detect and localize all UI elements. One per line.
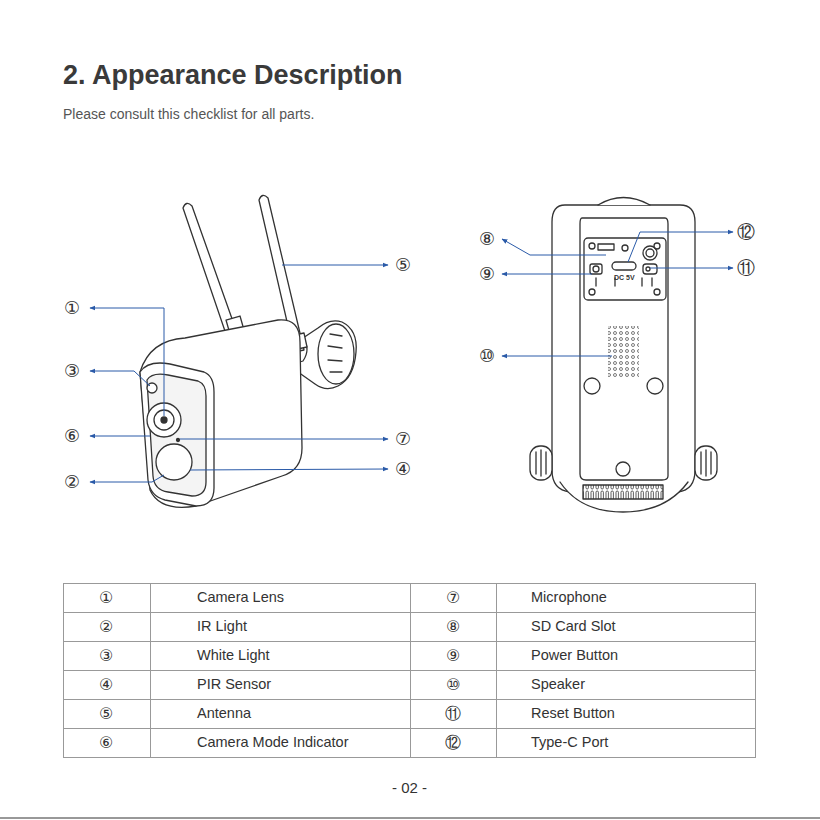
table-part: White Light: [197, 647, 270, 664]
table-part: Antenna: [197, 705, 251, 722]
callout: ⑤: [395, 254, 411, 276]
callout: ⑫: [737, 221, 755, 243]
table-part: Type-C Port: [531, 734, 608, 751]
table-number: ⑤: [99, 704, 113, 723]
table-number: ⑪: [445, 704, 461, 723]
table-part: Reset Button: [531, 705, 615, 722]
table-part: Microphone: [531, 589, 607, 606]
table-part: Camera Lens: [197, 589, 284, 606]
page-number: - 02 -: [392, 779, 427, 797]
callout: ⑩: [479, 345, 495, 367]
page-title: 2. Appearance Description: [63, 59, 403, 91]
table-number: ①: [99, 588, 113, 607]
table-number: ⑫: [445, 733, 461, 752]
callout: ①: [64, 297, 80, 319]
table-number: ③: [99, 646, 113, 665]
table-part: Speaker: [531, 676, 585, 693]
callout: ⑨: [479, 263, 495, 285]
table-number: ②: [99, 617, 113, 636]
table-number: ⑥: [99, 733, 113, 752]
callout: ②: [64, 471, 80, 493]
callout: ⑪: [737, 257, 755, 279]
table-number: ⑩: [446, 675, 460, 694]
port-mark: DC 5V: [614, 274, 635, 282]
table-number: ⑦: [446, 588, 460, 607]
table-number: ⑧: [446, 617, 460, 636]
callout: ⑦: [395, 428, 411, 450]
callout: ③: [64, 360, 80, 382]
table-part: Power Button: [531, 647, 618, 664]
table-part: IR Light: [197, 618, 247, 635]
table-part: Camera Mode Indicator: [197, 734, 349, 751]
table-number: ④: [99, 675, 113, 694]
table-part: SD Card Slot: [531, 618, 616, 635]
subtitle: Please consult this checklist for all pa…: [63, 106, 314, 123]
callout: ④: [395, 458, 411, 480]
table-part: PIR Sensor: [197, 676, 271, 693]
table-number: ⑨: [446, 646, 460, 665]
callout: ⑧: [479, 228, 495, 250]
callout: ⑥: [64, 425, 80, 447]
